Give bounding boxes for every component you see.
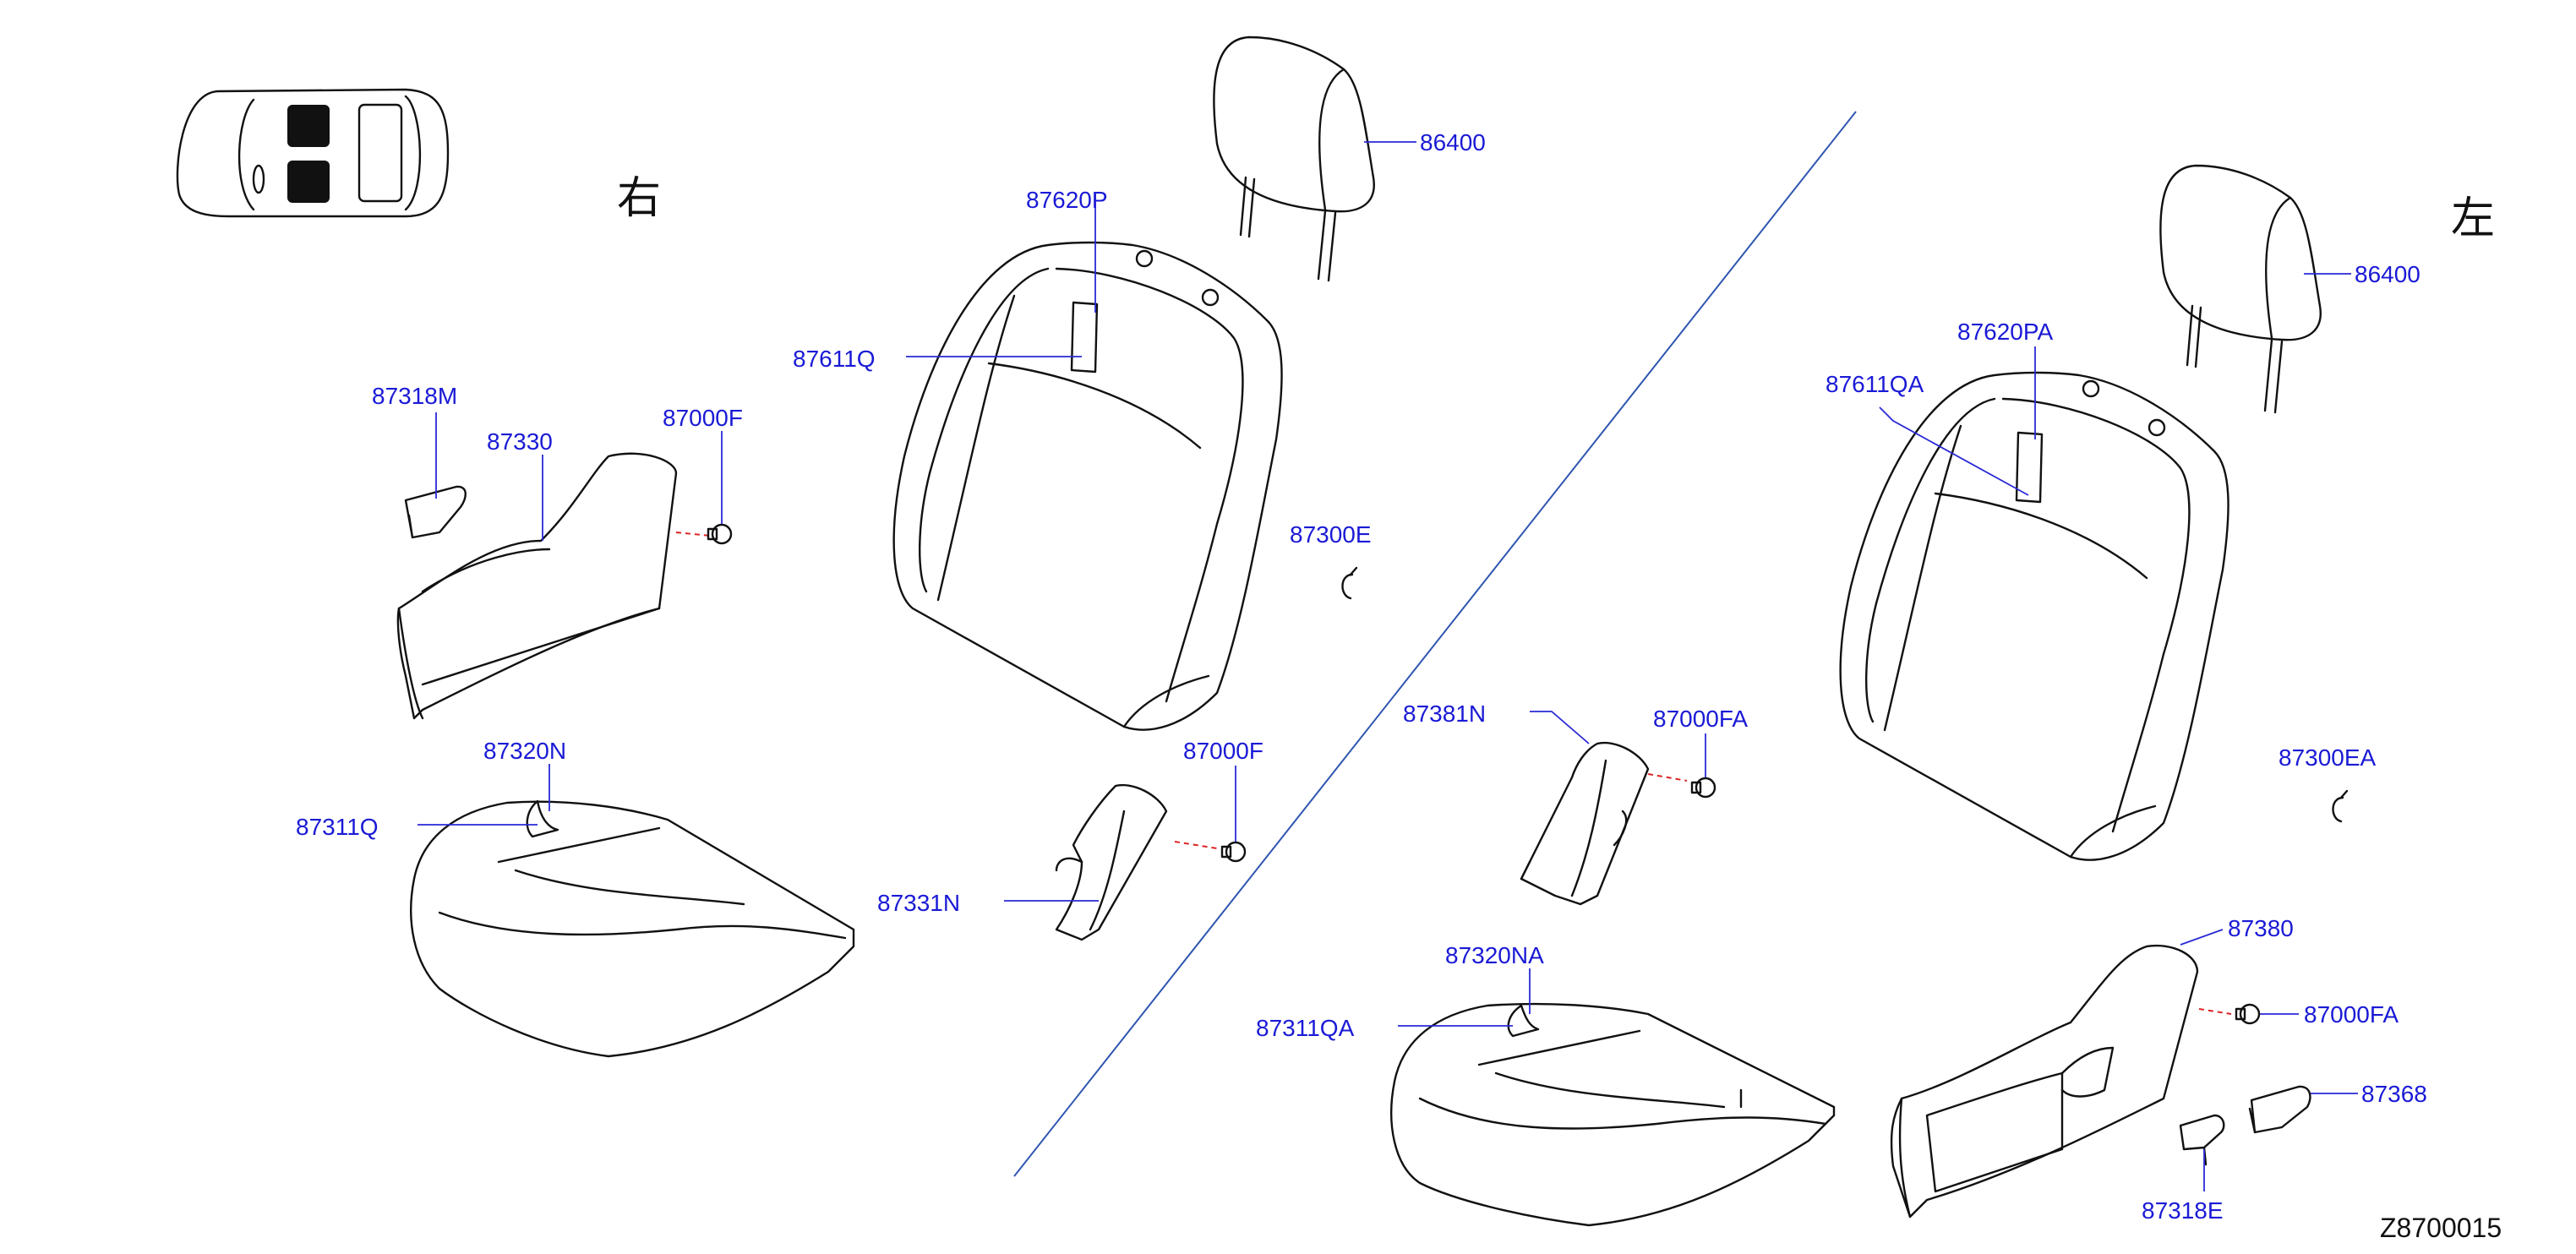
part-87331N-label[interactable]: 87331N <box>877 890 960 916</box>
part-87300E-label[interactable]: 87300E <box>1290 521 1372 548</box>
part-87620PA-label[interactable]: 87620PA <box>1957 319 2053 345</box>
part-87611Q-label[interactable]: 87611Q <box>793 346 876 372</box>
part-87000F-b-label[interactable]: 87000F <box>1183 738 1263 764</box>
part-87318M-label[interactable]: 87318M <box>372 383 457 409</box>
cover-87381N <box>1520 741 1650 906</box>
seat-marker-rear <box>287 161 330 203</box>
part-87300EA-label[interactable]: 87300EA <box>2279 744 2377 771</box>
seat-back-left <box>1839 371 2229 861</box>
part-87620P-label[interactable]: 87620P <box>1026 187 1108 213</box>
part-87380-label[interactable]: 87380 <box>2228 915 2294 941</box>
cap-87318M <box>404 485 467 539</box>
fastener-87000FA-a <box>1690 777 1716 799</box>
part-86400-left-label[interactable]: 86400 <box>2355 261 2420 287</box>
side-cover-87330 <box>396 452 678 720</box>
clip-87300E <box>1341 566 1358 600</box>
part-87320NA-label[interactable]: 87320NA <box>1445 942 1544 968</box>
seat-cushion-left <box>1390 1002 1836 1227</box>
part-87381N-label[interactable]: 87381N <box>1403 701 1486 727</box>
vehicle-locator-icon <box>176 88 450 218</box>
headrest-left <box>2159 164 2322 414</box>
part-87000F-a-label[interactable]: 87000F <box>663 405 743 431</box>
side-cover-87380 <box>1890 944 2199 1219</box>
part-87318E-label[interactable]: 87318E <box>2142 1197 2224 1224</box>
fastener-87000F-a <box>707 523 733 545</box>
cap-87318E <box>2179 1114 2225 1166</box>
part-87330-label[interactable]: 87330 <box>487 428 553 455</box>
part-87320N-label[interactable]: 87320N <box>483 738 566 764</box>
part-87368-label[interactable]: 87368 <box>2361 1081 2427 1107</box>
seat-cushion-right <box>410 799 855 1058</box>
right-side-label: 右 <box>617 173 661 224</box>
part-87311Q-label[interactable]: 87311Q <box>296 814 379 840</box>
headrest-right <box>1213 35 1375 282</box>
drawing-code: Z8700015 <box>2380 1213 2502 1243</box>
fastener-87000FA-b <box>2235 1003 2261 1025</box>
part-87611QA-label[interactable]: 87611QA <box>1826 371 1924 397</box>
cap-87368 <box>2248 1085 2311 1134</box>
cover-87331N <box>1055 783 1168 941</box>
fastener-87000F-b <box>1220 841 1247 863</box>
left-side-label: 左 <box>2451 194 2495 244</box>
part-87000FA-a-label[interactable]: 87000FA <box>1653 706 1748 732</box>
part-87311QA-label[interactable]: 87311QA <box>1256 1015 1355 1041</box>
seat-marker-front <box>287 105 330 147</box>
part-87000FA-b-label[interactable]: 87000FA <box>2304 1001 2399 1028</box>
seat-back-right <box>892 241 1283 731</box>
part-86400-right-label[interactable]: 86400 <box>1420 129 1486 155</box>
divider-line <box>1013 111 1857 1177</box>
clip-87300EA <box>2332 789 2349 823</box>
